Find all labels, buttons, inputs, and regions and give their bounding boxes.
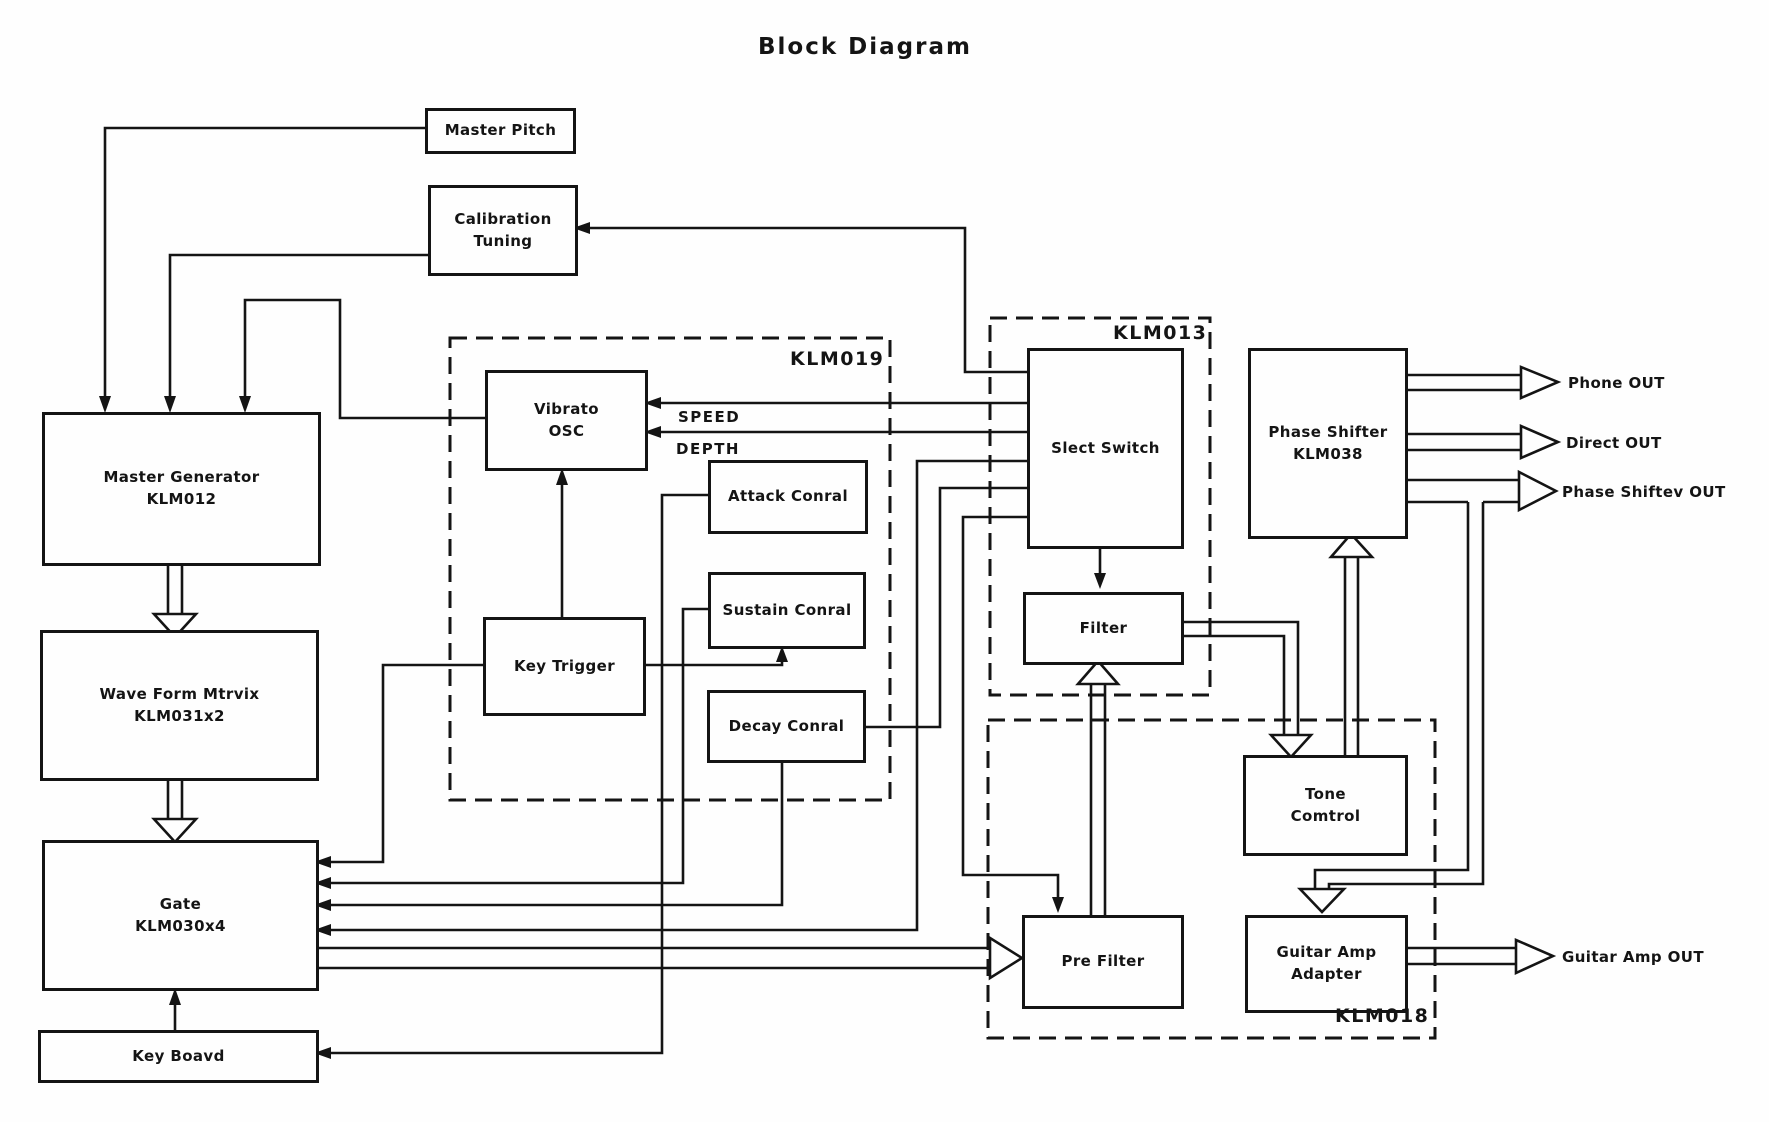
edge-speed-selectswitch-to-vibrato (644, 397, 1027, 409)
group-label-klm013: KLM013 (1113, 322, 1208, 344)
edge-decay-to-gate (314, 757, 784, 911)
node-phase-shifter: Phase Shifter KLM038 (1248, 348, 1408, 539)
pipe-tonecontrol-to-phaseshifter (1328, 532, 1375, 755)
pipe-phone-out (1403, 365, 1562, 400)
edge-selectswitch-to-filter (1094, 543, 1106, 589)
node-vibrato-osc: Vibrato OSC (485, 370, 648, 471)
node-calibration-tuning: Calibration Tuning (428, 185, 578, 276)
edge-keytrigger-to-sustain (640, 646, 788, 667)
node-pre-filter: Pre Filter (1022, 915, 1184, 1009)
pipe-guitar-amp-out (1403, 938, 1557, 976)
output-label-phase-shifter-out: Phase Shiftev OUT (1562, 483, 1726, 501)
pipe-mastergen-to-waveform (151, 560, 199, 639)
node-tone-control: Tone Comtrol (1243, 755, 1408, 856)
edge-keyboard-to-gate (169, 988, 181, 1030)
group-box-klm019 (448, 336, 892, 802)
output-label-guitar-amp-out: Guitar Amp OUT (1562, 948, 1705, 966)
edge-selectswitch-to-prefilter (961, 515, 1064, 913)
edge-decay-to-selectswitch (860, 486, 1027, 729)
output-label-direct-out: Direct OUT (1566, 434, 1662, 452)
edge-keytrigger-to-gate (314, 663, 483, 868)
pipe-phase-shifter-out (1403, 469, 1559, 513)
node-sustain-control: Sustain Conral (708, 572, 866, 649)
edge-calibration-to-mastergen (164, 253, 428, 413)
signal-label-depth: DEPTH (676, 440, 740, 458)
signal-label-speed: SPEED (678, 408, 741, 426)
node-select-switch: Slect Switch (1027, 348, 1184, 549)
node-guitar-amp-adapter: Guitar Amp Adapter (1245, 915, 1408, 1013)
node-master-pitch: Master Pitch (425, 108, 576, 154)
pipe-gate-to-prefilter (313, 935, 1025, 981)
edge-attack-to-keyboard (314, 493, 708, 1059)
node-master-generator: Master Generator KLM012 (42, 412, 321, 566)
group-box-klm018 (986, 718, 1437, 1040)
node-attack-control: Attack Conral (708, 460, 868, 534)
node-key-trigger: Key Trigger (483, 617, 646, 716)
output-label-phone-out: Phone OUT (1568, 374, 1665, 392)
node-wave-form-matrix: Wave Form Mtrvix KLM031x2 (40, 630, 319, 781)
edge-sustain-to-gate (314, 607, 708, 889)
pipe-prefilter-to-filter (1075, 659, 1121, 915)
node-gate: Gate KLM030x4 (42, 840, 319, 991)
pipe-direct-out (1403, 424, 1562, 460)
pipe-filter-to-tonecontrol (1178, 620, 1314, 759)
edge-masterpitch-to-mastergen (99, 126, 425, 413)
edge-selectswitch-to-gate (314, 459, 1027, 936)
node-key-board: Key Boavd (38, 1030, 319, 1083)
group-box-klm013 (988, 316, 1212, 697)
node-decay-control: Decay Conral (707, 690, 866, 763)
pipe-waveform-to-gate (151, 775, 199, 844)
page-title: Block Diagram (758, 34, 972, 60)
pipe-branch-to-guitar-amp-adapter (1296, 502, 1485, 914)
edge-selectswitch-to-calibration (573, 222, 1027, 374)
edge-keytrigger-to-vibrato (556, 468, 568, 617)
group-label-klm019: KLM019 (790, 348, 885, 370)
edge-vibrato-to-mastergen (239, 298, 485, 420)
group-label-klm018: KLM018 (1335, 1005, 1430, 1027)
node-filter: Filter (1023, 592, 1184, 665)
edge-depth-selectswitch-to-vibrato (644, 426, 1027, 438)
